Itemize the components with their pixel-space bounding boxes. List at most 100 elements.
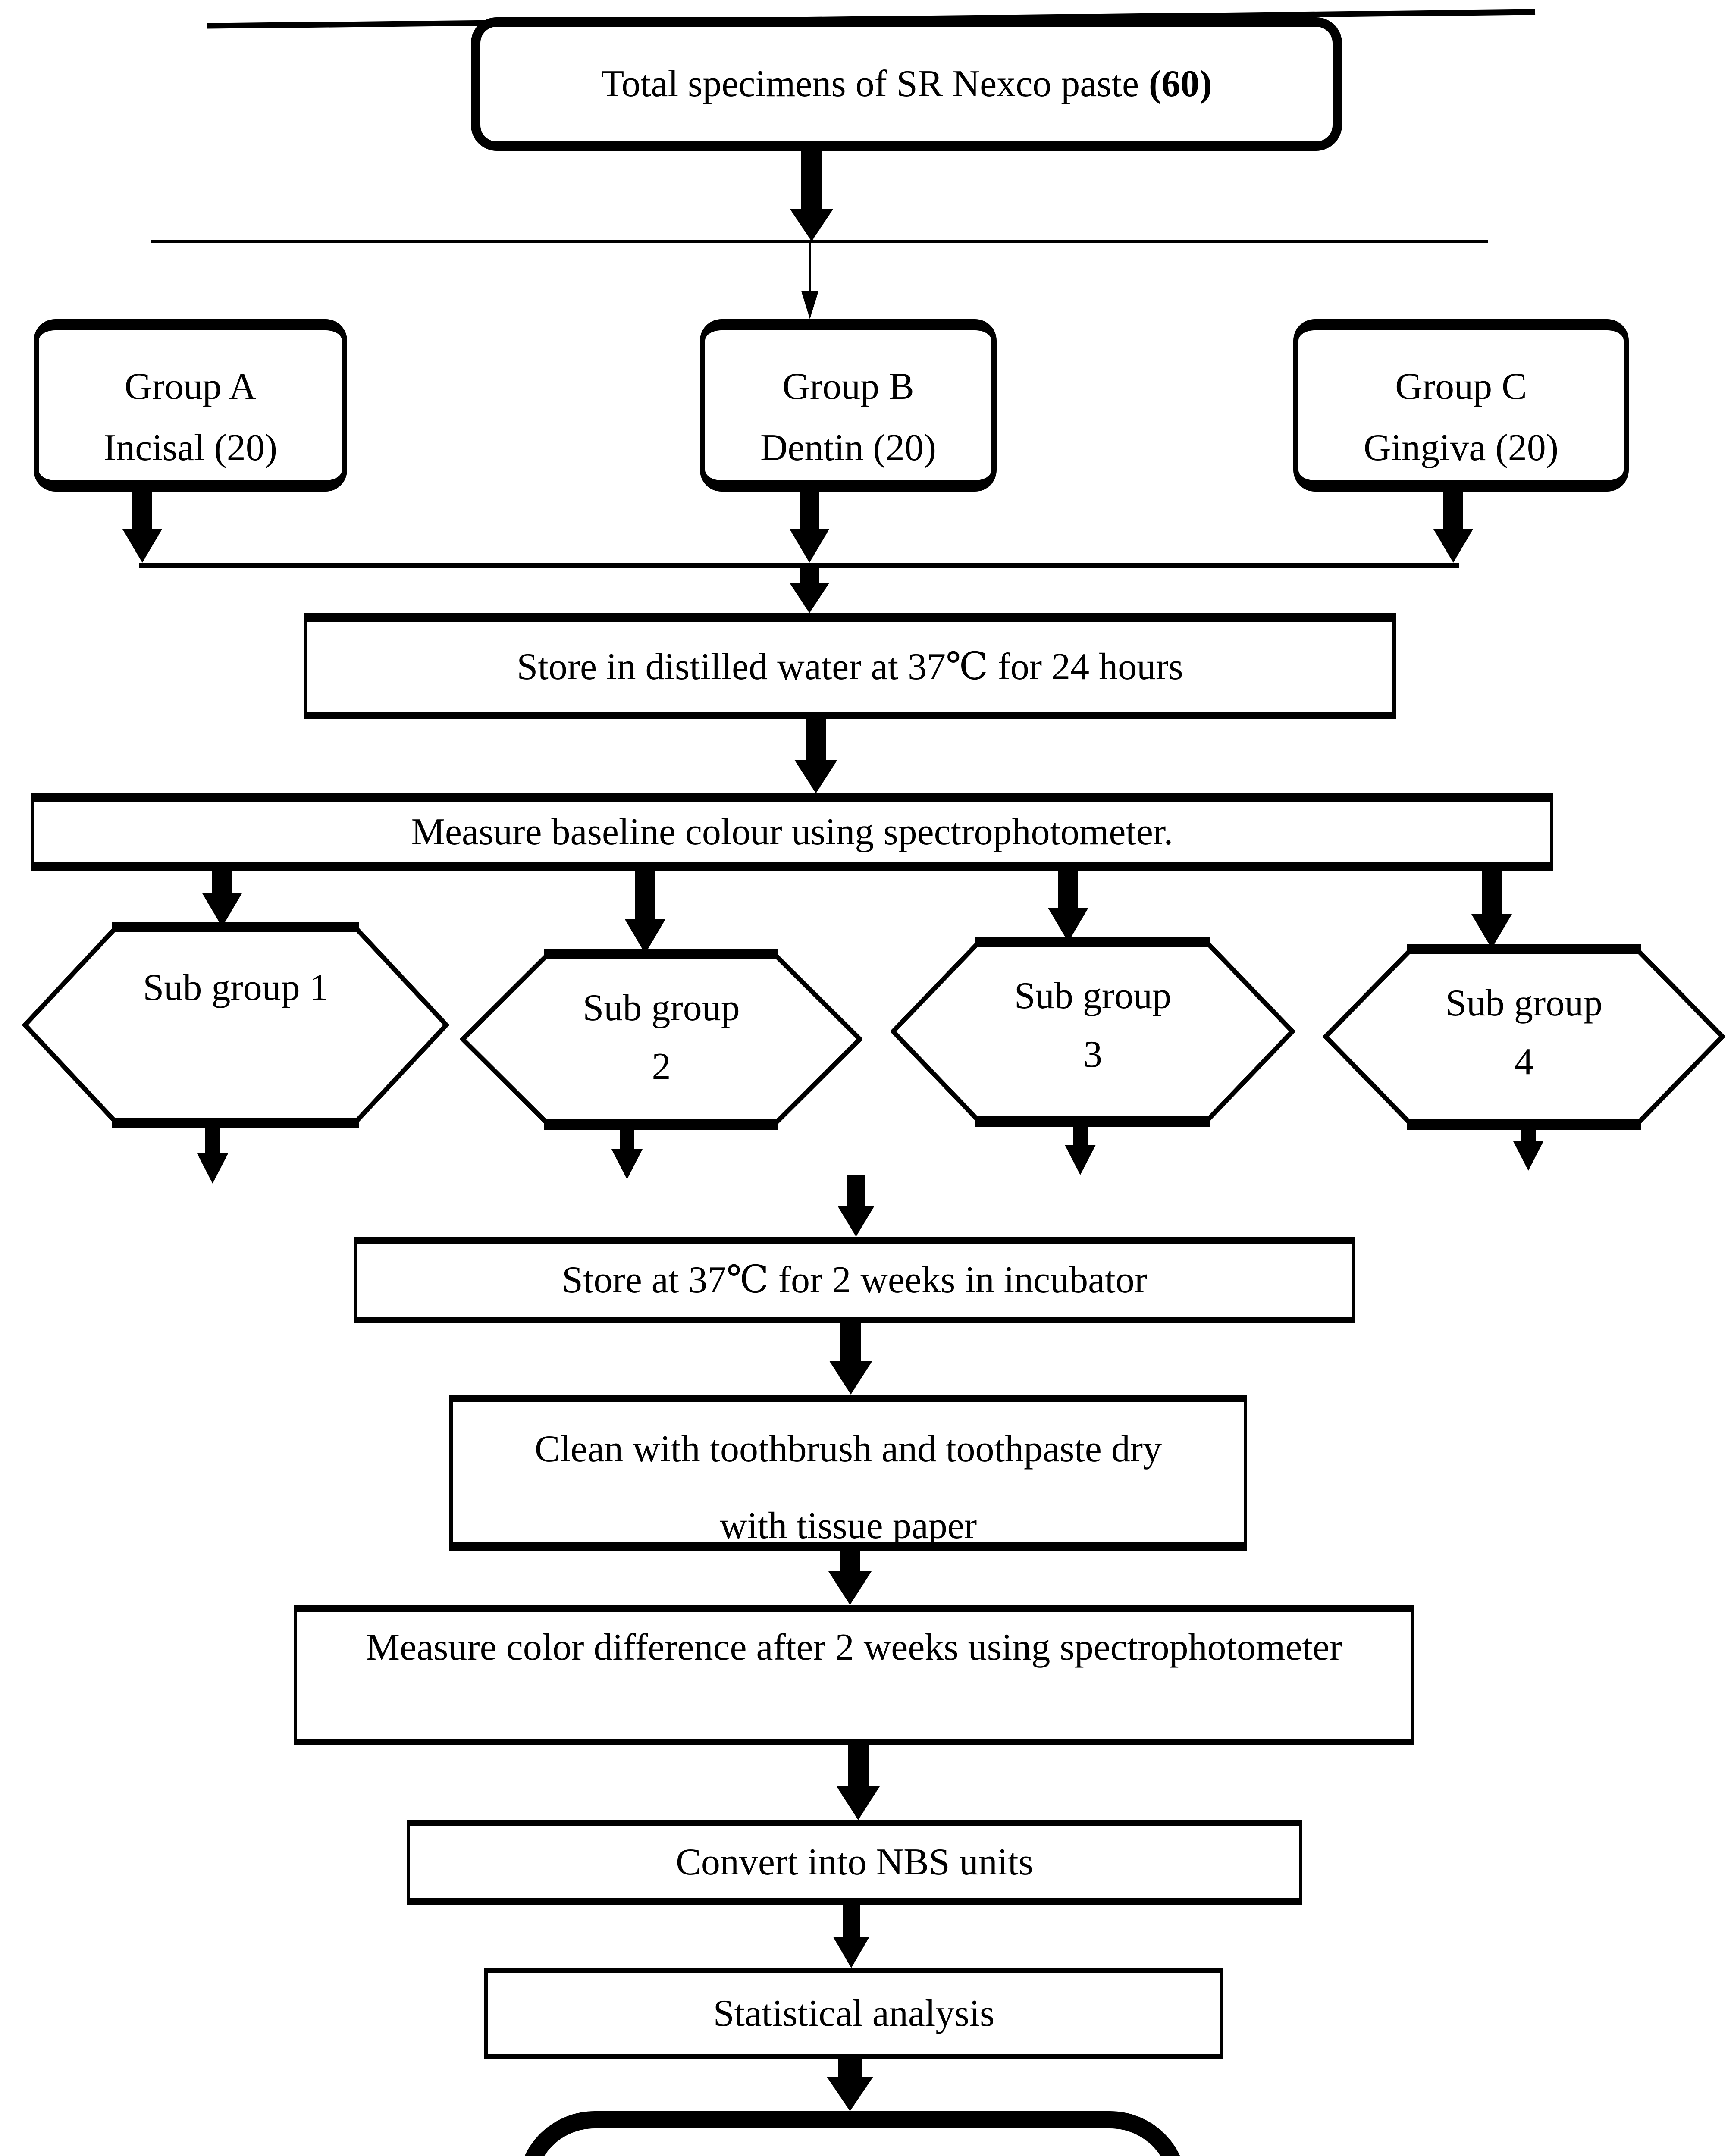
measure-color-label: Measure color difference after 2 weeks u… <box>366 1626 1342 1668</box>
flow-arrow-top <box>790 151 833 241</box>
arrow-head <box>838 1206 874 1237</box>
subgroup-4-label: Sub group <box>1445 982 1603 1024</box>
subgroup-2-label: Sub group <box>583 987 740 1029</box>
node-subgroup-3: Sub group 3 <box>891 937 1295 1127</box>
node-statistical: Statistical analysis <box>484 1968 1223 2059</box>
node-conclusion: Conclusion <box>517 2111 1187 2156</box>
flow-arrow-to-sub3 <box>1048 871 1088 942</box>
subgroup-3-number: 3 <box>1083 1034 1102 1075</box>
group-a-line1: Group A <box>124 366 257 407</box>
arrow-shaft <box>1482 871 1502 914</box>
convert-label: Convert into NBS units <box>676 1841 1033 1883</box>
arrow-shaft <box>1058 871 1078 908</box>
arrow-head <box>1433 529 1473 563</box>
connector-line-3 <box>207 9 1536 29</box>
flow-arrow-to-conclusion <box>827 2059 873 2111</box>
flow-arrow-to-baseline <box>794 719 837 793</box>
subgroup-1-label: Sub group 1 <box>143 967 329 1009</box>
flow-arrow-to-convert <box>837 1745 880 1820</box>
arrow-head <box>790 529 829 563</box>
arrow-shaft <box>809 243 811 291</box>
node-clean: Clean with toothbrush and toothpaste dry… <box>449 1395 1247 1551</box>
node-subgroup-2: Sub group 2 <box>460 949 862 1130</box>
arrow-head <box>1065 1145 1096 1175</box>
baseline-label: Measure baseline colour using spectropho… <box>411 811 1173 853</box>
flow-arrow-from-sub3 <box>1065 1127 1096 1175</box>
total-specimens-text: Total specimens of SR Nexco paste <box>601 63 1139 105</box>
flow-arrow-thin-to-group-b <box>801 243 818 319</box>
node-measure-color: Measure color difference after 2 weeks u… <box>294 1605 1414 1745</box>
subgroup-2-number: 2 <box>652 1046 671 1087</box>
subgroup-4-number: 4 <box>1515 1041 1533 1083</box>
arrow-shaft <box>801 151 822 209</box>
node-incubator: Store at 37℃ for 2 weeks in incubator <box>354 1237 1355 1323</box>
arrow-head <box>625 919 665 954</box>
arrow-head <box>122 529 162 563</box>
node-group-c: Group C Gingiva (20) <box>1293 319 1629 492</box>
arrow-head <box>790 209 833 241</box>
clean-line2: with tissue paper <box>719 1505 977 1547</box>
clean-line1: Clean with toothbrush and toothpaste dry <box>534 1428 1162 1470</box>
flow-arrow-group-a <box>122 492 162 563</box>
flow-arrow-from-sub4 <box>1513 1130 1544 1171</box>
arrow-shaft <box>635 871 655 919</box>
arrow-head <box>1048 908 1088 942</box>
flow-arrow-to-sub2 <box>625 871 665 954</box>
flow-arrow-from-sub1 <box>197 1128 228 1184</box>
arrow-head <box>833 1937 869 1968</box>
flow-arrow-to-sub4 <box>1471 871 1512 949</box>
arrow-head <box>801 291 818 319</box>
flow-arrow-group-b <box>790 492 829 563</box>
flow-arrow-from-sub2 <box>611 1130 643 1179</box>
arrow-head <box>837 1786 880 1820</box>
group-c-line1: Group C <box>1395 366 1527 407</box>
node-group-b: Group B Dentin (20) <box>700 319 997 492</box>
arrow-shaft <box>806 719 826 760</box>
flow-arrow-to-measure-color <box>828 1551 872 1605</box>
arrow-head <box>790 583 829 613</box>
flow-arrow-to-store-water <box>790 566 829 613</box>
statistical-label: Statistical analysis <box>713 1993 995 2034</box>
group-b-line2: Dentin (20) <box>760 427 937 469</box>
node-total-specimens-label: Total specimens of SR Nexco paste(60) <box>601 60 1212 108</box>
arrow-shaft <box>1073 1127 1088 1145</box>
arrow-head <box>829 1361 872 1395</box>
hexagon-shape <box>891 937 1295 1127</box>
incubator-label: Store at 37℃ for 2 weeks in incubator <box>562 1259 1147 1301</box>
arrow-head <box>202 893 242 927</box>
flow-arrow-group-c <box>1433 492 1473 563</box>
hexagon-shape <box>460 949 862 1130</box>
arrow-head <box>611 1149 643 1179</box>
group-b-line1: Group B <box>782 366 914 407</box>
node-store-water: Store in distilled water at 37℃ for 24 h… <box>304 613 1396 719</box>
arrow-shaft <box>205 1128 220 1153</box>
hexagon-shape <box>1323 944 1725 1130</box>
store-water-label: Store in distilled water at 37℃ for 24 h… <box>517 646 1183 688</box>
connector-line-1 <box>151 240 1488 243</box>
arrow-head <box>827 2077 873 2111</box>
arrow-shaft <box>843 1905 860 1937</box>
flow-arrow-to-sub1 <box>202 871 242 927</box>
node-subgroup-4: Sub group 4 <box>1323 944 1725 1130</box>
node-group-a: Group A Incisal (20) <box>34 319 347 492</box>
arrow-head <box>828 1571 872 1605</box>
arrow-shaft <box>838 2059 862 2077</box>
arrow-head <box>1513 1141 1544 1171</box>
connector-line-2 <box>139 563 1459 568</box>
node-subgroup-1: Sub group 1 <box>22 922 449 1128</box>
flow-arrow-to-incubator <box>838 1175 874 1237</box>
arrow-shaft <box>132 492 152 529</box>
arrow-shaft <box>840 1323 861 1361</box>
arrow-head <box>794 760 837 793</box>
total-specimens-count: (60) <box>1148 63 1212 105</box>
hexagon-shape <box>22 922 449 1128</box>
arrow-shaft <box>1521 1130 1536 1141</box>
arrow-head <box>197 1153 228 1184</box>
arrow-shaft <box>840 1551 860 1571</box>
subgroup-3-label: Sub group <box>1014 975 1172 1017</box>
arrow-shaft <box>848 1745 869 1786</box>
node-convert: Convert into NBS units <box>407 1820 1302 1905</box>
arrow-shaft <box>800 566 819 583</box>
group-c-line2: Gingiva (20) <box>1363 427 1559 469</box>
